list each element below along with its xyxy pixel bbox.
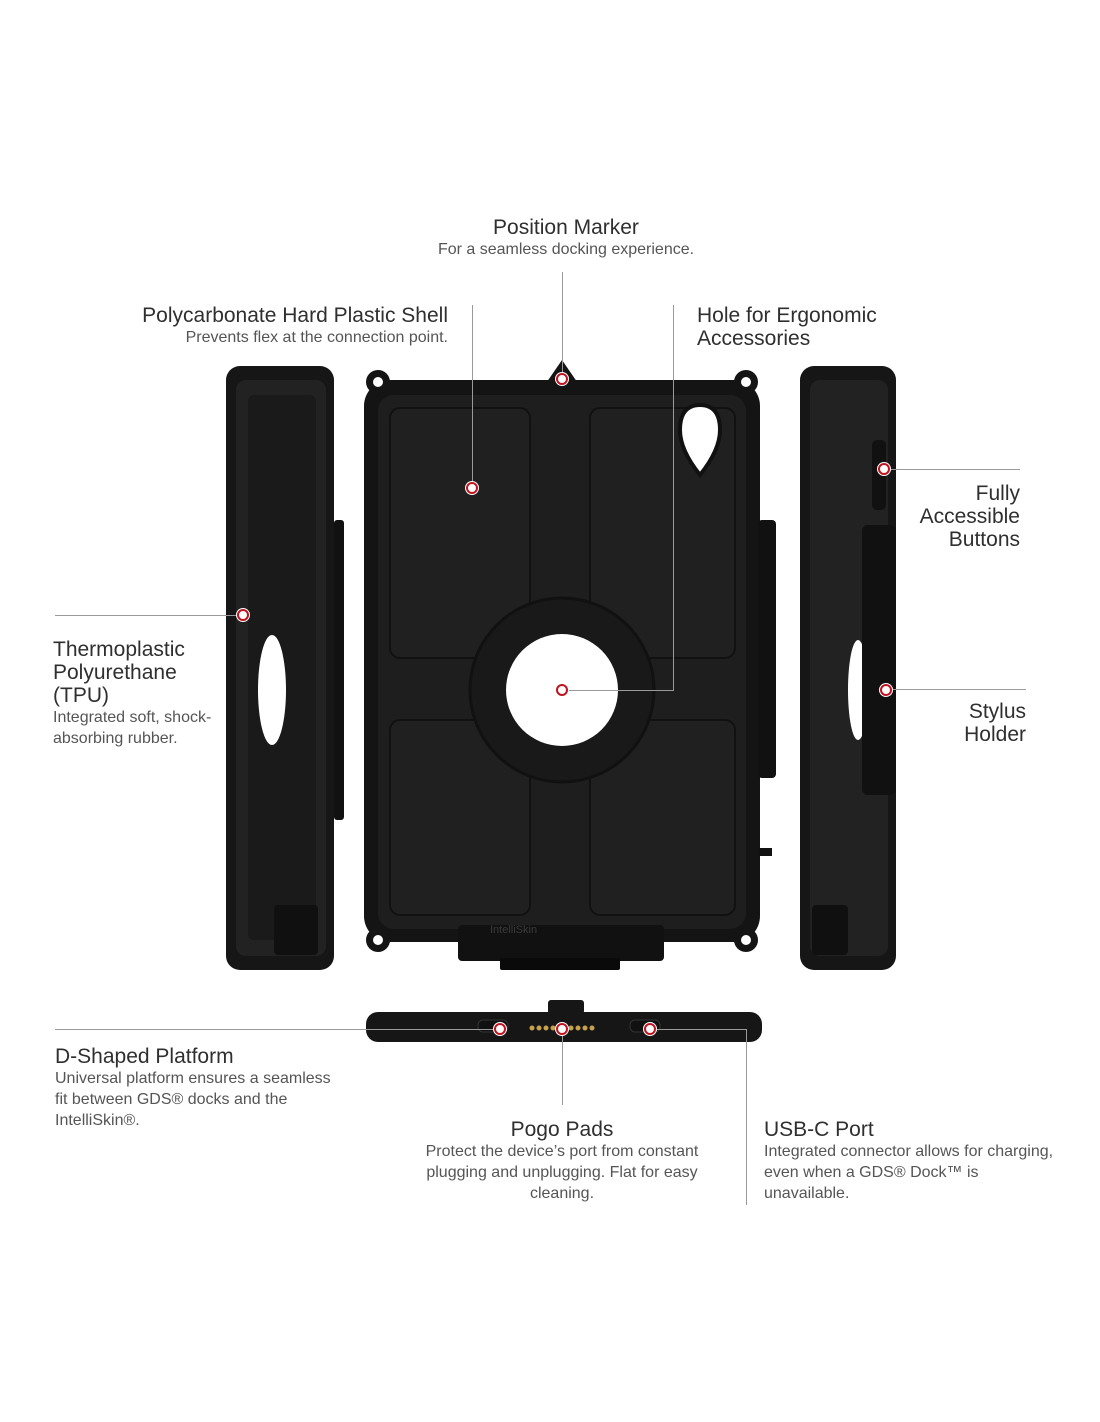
left-side-view: [226, 366, 344, 970]
leader-usbc-v: [746, 1029, 747, 1205]
center-back-view: [364, 360, 776, 970]
callout-stylus: Stylus Holder: [930, 700, 1026, 746]
callout-usbc: USB-C Port Integrated connector allows f…: [764, 1118, 1064, 1204]
leader-d-platform: [55, 1029, 499, 1030]
product-mark: IntelliSkin: [490, 924, 538, 936]
leader-poly-shell: [472, 305, 473, 488]
leader-tpu: [55, 615, 243, 616]
marker-poly-shell: [466, 482, 478, 494]
right-side-view: [800, 366, 896, 970]
tpu-desc: Integrated soft, shock-absorbing rubber.: [53, 709, 212, 747]
stylus-title: Stylus Holder: [964, 700, 1026, 746]
callout-position-marker: Position Marker For a seamless docking e…: [396, 216, 736, 260]
d-platform-title: D-Shaped Platform: [55, 1045, 234, 1068]
callout-d-platform: D-Shaped Platform Universal platform ens…: [55, 1045, 335, 1131]
leader-pogo: [562, 1029, 563, 1105]
bottom-edge-view: [366, 1000, 762, 1042]
buttons-title: Fully Accessible Buttons: [919, 482, 1020, 551]
pogo-desc: Protect the device’s port from constant …: [425, 1143, 699, 1202]
callout-pogo: Pogo Pads Protect the device’s port from…: [422, 1118, 702, 1204]
d-platform-desc: Universal platform ensures a seamless fi…: [55, 1070, 331, 1129]
marker-tpu: [237, 609, 249, 621]
position-marker-desc: For a seamless docking experience.: [437, 241, 695, 258]
callout-buttons: Fully Accessible Buttons: [900, 482, 1020, 551]
marker-pogo: [556, 1023, 568, 1035]
callout-tpu: Thermoplastic Polyurethane (TPU) Integra…: [53, 638, 233, 749]
marker-usbc: [644, 1023, 656, 1035]
callout-ergonomic-hole: Hole for Ergonomic Accessories: [697, 304, 912, 350]
poly-shell-title: Polycarbonate Hard Plastic Shell: [142, 304, 448, 327]
position-marker-title: Position Marker: [493, 216, 639, 239]
poly-shell-desc: Prevents flex at the connection point.: [185, 329, 448, 346]
leader-buttons: [884, 469, 1020, 470]
marker-buttons: [878, 463, 890, 475]
leader-stylus: [886, 689, 1026, 690]
usbc-title: USB-C Port: [764, 1118, 874, 1141]
marker-ergonomic: [556, 684, 568, 696]
ergonomic-hole-title: Hole for Ergonomic Accessories: [697, 304, 877, 350]
leader-position-marker: [562, 272, 563, 378]
leader-ergonomic-h: [562, 690, 673, 691]
usbc-desc: Integrated connector allows for charging…: [764, 1143, 1054, 1202]
leader-ergonomic-v: [673, 305, 674, 691]
marker-d-platform: [494, 1023, 506, 1035]
marker-stylus: [880, 684, 892, 696]
tpu-title: Thermoplastic Polyurethane (TPU): [53, 638, 185, 707]
leader-usbc-h: [650, 1029, 747, 1030]
marker-position: [556, 373, 568, 385]
callout-poly-shell: Polycarbonate Hard Plastic Shell Prevent…: [80, 304, 448, 348]
pogo-title: Pogo Pads: [510, 1118, 614, 1141]
